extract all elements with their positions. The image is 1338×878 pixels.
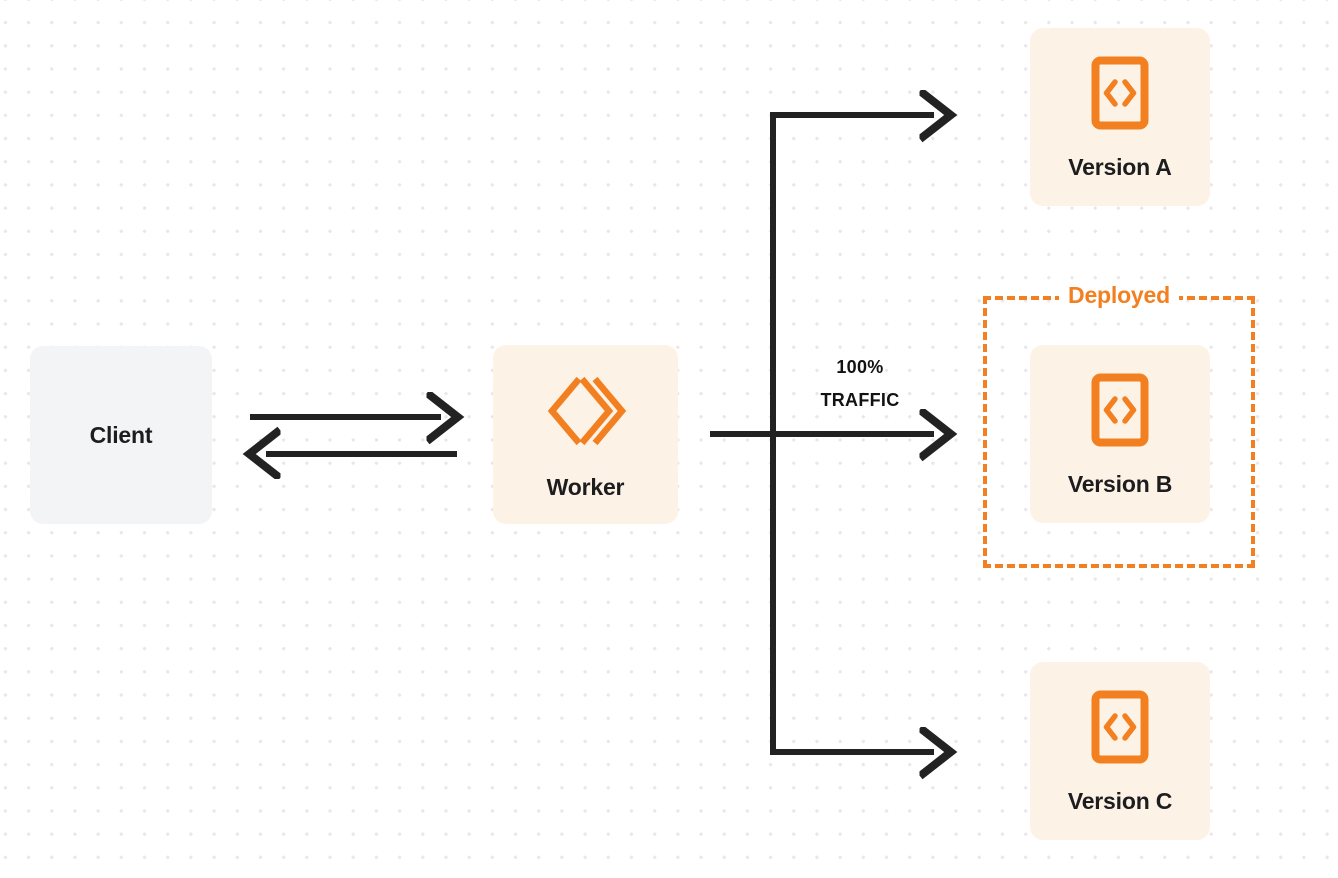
node-version-a[interactable]: Version A (1030, 28, 1210, 206)
code-file-icon (1091, 56, 1149, 135)
code-file-icon (1091, 373, 1149, 452)
client-label: Client (89, 421, 153, 448)
traffic-label: 100% TRAFFIC (790, 351, 930, 417)
code-file-icon (1091, 690, 1149, 769)
worker-label: Worker (546, 473, 625, 500)
deployed-group: Deployed (983, 284, 1255, 568)
version-a-label: Version A (1068, 153, 1172, 180)
node-version-c[interactable]: Version C (1030, 662, 1210, 840)
deployed-group-label: Deployed (1059, 284, 1179, 308)
cloudflare-workers-logo-icon (546, 371, 626, 456)
node-client[interactable]: Client (30, 346, 212, 524)
node-version-b[interactable]: Version B (1030, 345, 1210, 523)
version-c-label: Version C (1067, 787, 1173, 814)
version-b-label: Version B (1067, 470, 1173, 497)
traffic-percent: 100% (836, 357, 884, 377)
traffic-caption: TRAFFIC (820, 390, 900, 410)
node-worker[interactable]: Worker (493, 345, 678, 524)
